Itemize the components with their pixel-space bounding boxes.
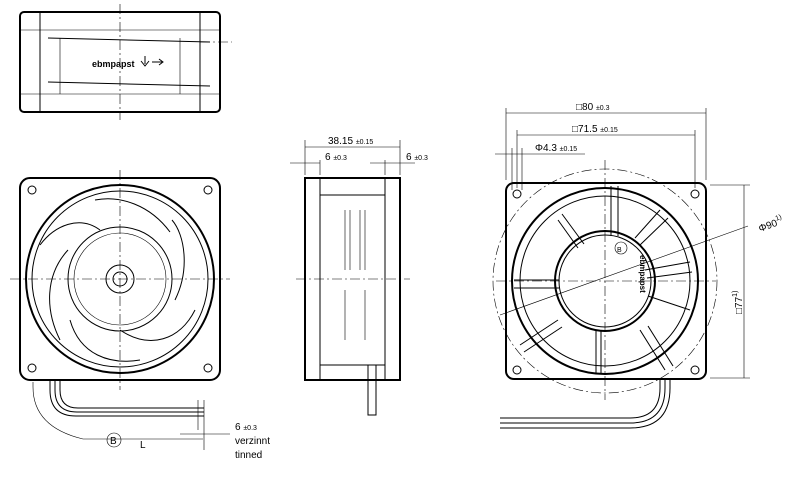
lead-marker: B	[110, 436, 117, 447]
side-view: 38.15 ±0.15 6 ±0.3 6 ±0.3	[290, 136, 428, 416]
inner-square-dimension: □771)	[732, 291, 745, 314]
top-view: ebmpapst	[19, 4, 232, 120]
top-view-logo: ebmpapst	[92, 59, 135, 69]
outer-square-dimension: □80 ±0.3	[576, 102, 610, 113]
flange-left-dimension: 6 ±0.3	[325, 152, 347, 163]
flange-right-dimension: 6 ±0.3	[406, 152, 428, 163]
hole-diameter-dimension: Φ4.3 ±0.15	[535, 143, 577, 154]
hole-spacing-dimension: □71.5 ±0.15	[572, 124, 618, 135]
note-verzinnt: verzinnt	[235, 436, 270, 447]
strip-length: 6 ±0.3	[235, 422, 257, 433]
lead-length-label: L	[140, 440, 146, 451]
note-tinned: tinned	[235, 450, 262, 461]
rear-view: B ebmpapst □80 ±0.3 □71.5 ±0.15 Φ4.3 ±0.…	[492, 102, 785, 429]
depth-dimension: 38.15 ±0.15	[328, 136, 373, 147]
guard-diameter-dimension: Φ901)	[757, 214, 785, 235]
front-view: B L 6 ±0.3 verzinnt tinned	[10, 170, 270, 461]
hub-logo: ebmpapst	[638, 255, 647, 293]
rear-marker: B	[617, 247, 622, 254]
airflow-arrow-icon	[140, 56, 164, 67]
